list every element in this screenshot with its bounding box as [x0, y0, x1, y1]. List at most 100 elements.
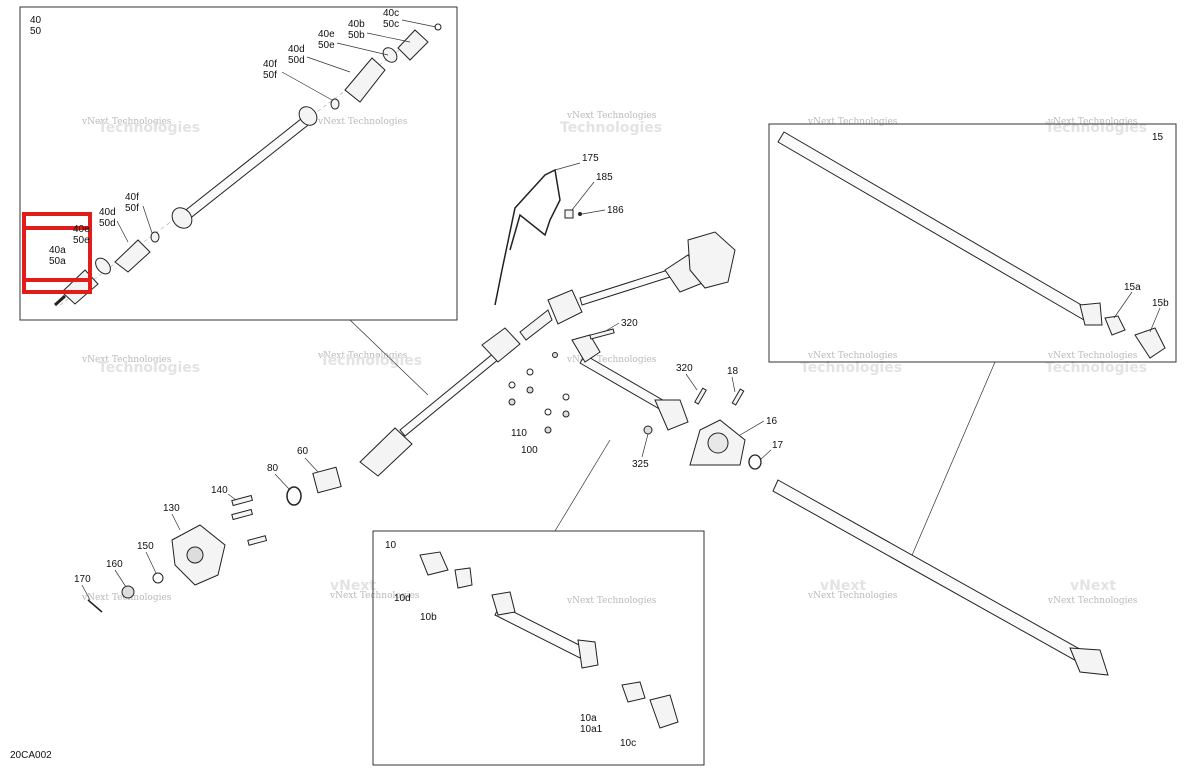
callout-150: 150: [137, 541, 154, 552]
shaft-spline-end: [298, 106, 318, 126]
leader: [401, 19, 437, 28]
leader: [142, 205, 153, 234]
callout-50: 50: [30, 26, 42, 37]
yoke-15-end: [1079, 302, 1103, 326]
callout-100: 100: [521, 445, 538, 456]
shaft-10-rear-yoke: [577, 639, 599, 669]
bolt-140: [231, 508, 254, 521]
frame-leader-line: [349, 319, 429, 396]
leader: [306, 56, 351, 73]
yoke-15b: [1134, 327, 1166, 359]
frame-leader-line: [909, 361, 996, 561]
watermark-text: Technologies: [320, 353, 422, 369]
callout-185: 185: [596, 172, 613, 183]
shaft-spline-end: [171, 207, 193, 229]
callout-50f: 50f: [263, 70, 277, 81]
callout-50e: 50e: [318, 40, 335, 51]
callout-175: 175: [582, 153, 599, 164]
watermark-text: vNext Technologies: [566, 355, 657, 365]
front-drive-shaft-inset: [53, 23, 442, 307]
bolt-140: [247, 535, 268, 546]
watermark-text: vNext: [1070, 578, 1116, 594]
callout-40d: 40d: [288, 44, 305, 55]
callout-40c: 40c: [383, 8, 399, 19]
nut-325: [643, 425, 653, 435]
callouts: 40 50 40c 50c 40b 50b 40e 50e 40d 50d 40…: [10, 8, 1169, 761]
callout-40e: 40e: [318, 29, 335, 40]
right-axle-shaft: [579, 269, 671, 306]
callout-10a1: 10a1: [580, 724, 603, 735]
watermark-text: vNext Technologies: [317, 117, 408, 127]
watermark-text: Technologies: [800, 360, 902, 376]
watermark-text: vNext Technologies: [329, 591, 420, 601]
leader: [1113, 291, 1133, 319]
watermark-text: vNext Technologies: [566, 596, 657, 606]
clamp-40f: [330, 98, 340, 110]
leader: [281, 71, 333, 101]
leader: [145, 551, 157, 574]
diagram-id: 20CA002: [10, 750, 52, 761]
frame-leader-line: [554, 439, 611, 532]
stub-shaft: [53, 294, 67, 307]
ring-40e-lower: [95, 257, 111, 275]
cv-joint-40a: [61, 269, 99, 305]
propeller-shaft-rear: [772, 479, 1109, 676]
inner-boot-left: [481, 327, 521, 363]
watermarks: vNext Technologies vNext Technologies vN…: [81, 111, 1147, 606]
leader: [641, 433, 649, 458]
shaft-10-front-yoke: [491, 591, 516, 616]
highlight-box: [22, 212, 92, 294]
callout-60: 60: [297, 446, 309, 457]
propeller-shaft-inset: [419, 551, 679, 729]
callout-10b: 10b: [420, 612, 437, 623]
watermark-text: vNext: [330, 578, 376, 594]
callout-40d-lower: 40d: [99, 207, 116, 218]
watermark-text: Technologies: [560, 120, 662, 136]
leader: [685, 373, 698, 391]
callout-80: 80: [267, 463, 279, 474]
watermark-text: vNext Technologies: [1047, 351, 1138, 361]
rear-yoke: [1069, 647, 1109, 676]
fasteners-100-110: [508, 352, 570, 434]
leader: [304, 457, 319, 473]
hub-center: [186, 546, 204, 564]
bolt-100: [562, 410, 570, 418]
nut-160: [121, 585, 135, 599]
cotter-pin-170: [87, 599, 103, 613]
callout-50d-lower: 50d: [99, 218, 116, 229]
leader: [759, 449, 772, 461]
yoke-10c: [649, 694, 679, 729]
callout-50a: 50a: [49, 256, 66, 267]
ring-40e: [382, 47, 398, 63]
propeller-shaft-front: [571, 328, 762, 470]
callout-320b: 320: [676, 363, 693, 374]
bolt-320b: [694, 387, 707, 405]
bolt-140: [231, 494, 254, 507]
callout-320: 320: [621, 318, 638, 329]
wheel-knuckle: [687, 231, 736, 289]
callout-50c: 50c: [383, 19, 399, 30]
leader: [171, 513, 181, 531]
clamp-40f-lower: [150, 231, 160, 243]
leader: [81, 584, 91, 601]
callout-10c: 10c: [620, 738, 636, 749]
callout-186: 186: [607, 205, 624, 216]
watermark-text: vNext Technologies: [81, 355, 172, 365]
callout-40b: 40b: [348, 19, 365, 30]
callout-10a: 10a: [580, 713, 597, 724]
callout-325: 325: [632, 459, 649, 470]
callout-110: 110: [511, 428, 527, 439]
watermark-text: vNext Technologies: [807, 117, 898, 127]
leader: [571, 181, 595, 211]
callout-10: 10: [385, 540, 397, 551]
washer-110: [562, 393, 570, 401]
leader: [739, 420, 765, 436]
front-yoke: [571, 334, 601, 363]
leader: [581, 209, 606, 215]
callout-140: 140: [211, 485, 228, 496]
bolt-100: [544, 426, 552, 434]
leader: [603, 322, 620, 333]
screw-186: [578, 212, 582, 216]
watermark-text: Technologies: [1045, 120, 1147, 136]
